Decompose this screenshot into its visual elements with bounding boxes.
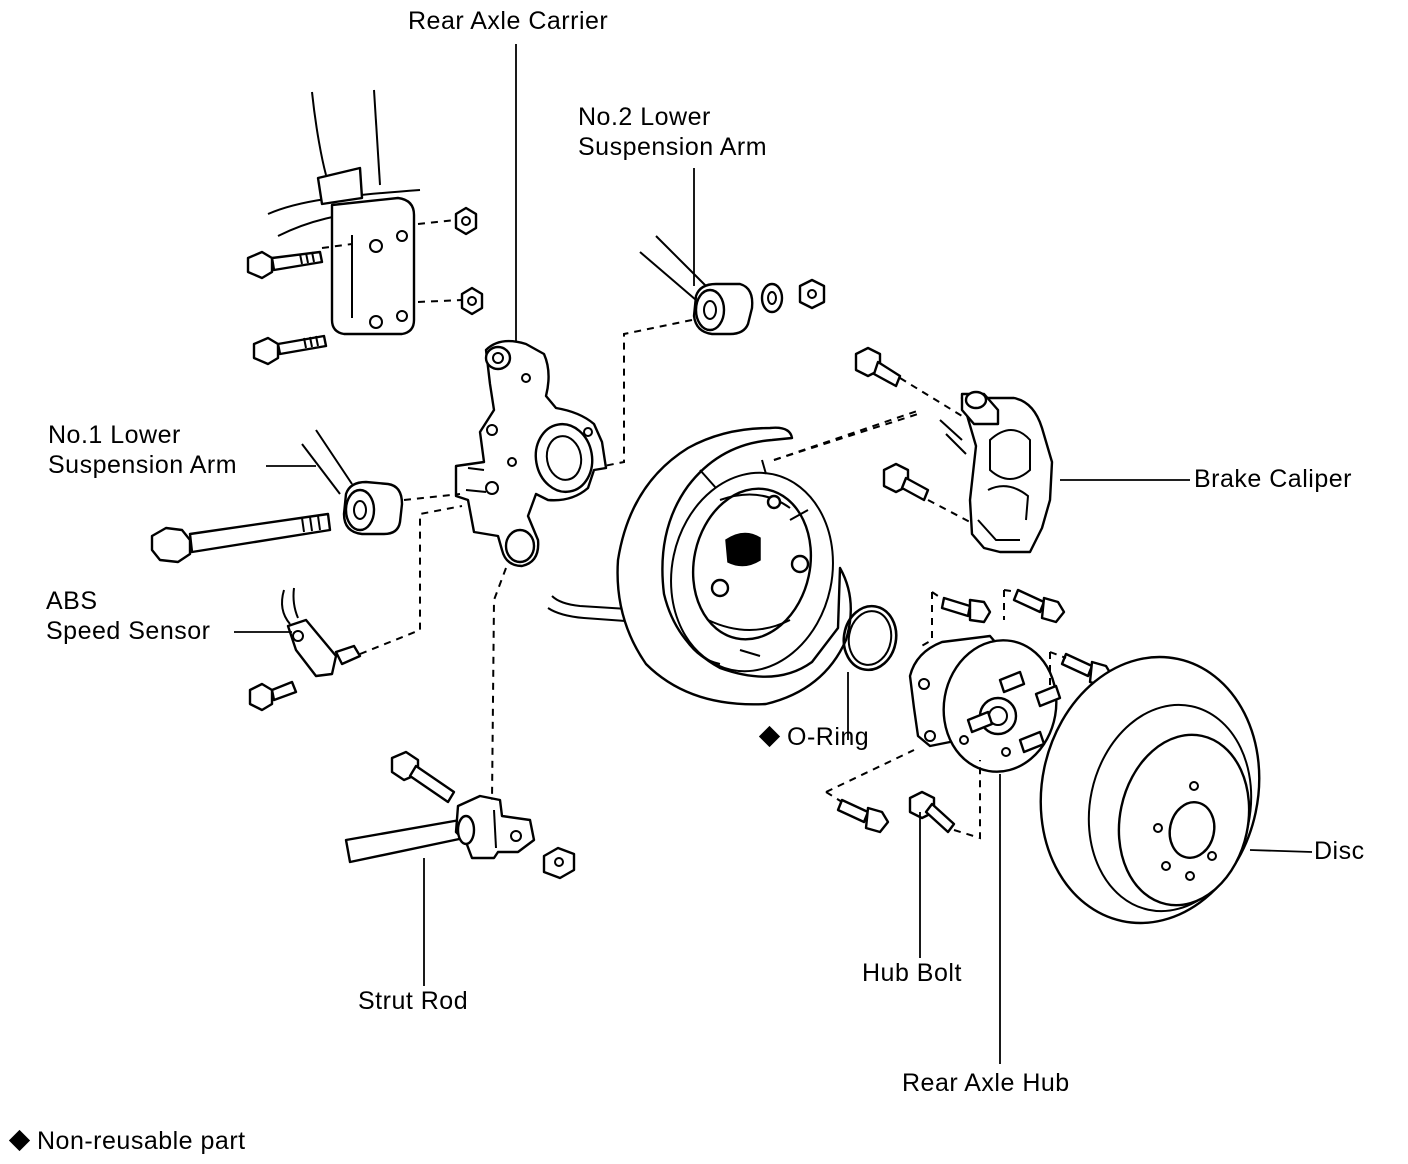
- backing-plate-brake-shoes: [547, 426, 852, 706]
- label-no1-lower-arm-line2: Suspension Arm: [48, 451, 238, 479]
- mount-bolt-upper: [246, 250, 324, 280]
- o-ring: [842, 604, 898, 672]
- diamond-icon: [758, 725, 781, 748]
- rear-axle-carrier: [454, 339, 608, 568]
- strut-rod-bolt: [390, 750, 456, 804]
- strut-rod-nut: [542, 846, 576, 880]
- label-abs-line1: ABS: [46, 587, 98, 615]
- caliper-bolt-lower: [882, 462, 930, 502]
- label-no1-lower-arm-line1: No.1 Lower: [48, 421, 181, 449]
- label-no2-lower-arm-line1: No.2 Lower: [578, 103, 711, 131]
- hub-mount-bolt-1: [940, 596, 992, 624]
- hub-mount-bolt-2: [1012, 588, 1066, 624]
- strut-mount-bracket: [267, 89, 421, 336]
- legend-non-reusable: Non-reusable part: [8, 1126, 246, 1156]
- label-brake-caliper: Brake Caliper: [1194, 465, 1352, 493]
- no2-lower-suspension-arm: [639, 235, 754, 336]
- label-rear-axle-carrier: Rear Axle Carrier: [408, 7, 609, 35]
- caliper-bolt-upper: [854, 346, 902, 388]
- mount-nut-upper: [454, 206, 478, 236]
- no1-arm-long-bolt: [150, 512, 332, 564]
- label-disc: Disc: [1314, 837, 1365, 865]
- diamond-icon: [8, 1129, 31, 1152]
- strut-rod: [344, 794, 536, 864]
- hub-mount-bolt-4: [836, 798, 890, 834]
- leader-lines: [234, 44, 1313, 1064]
- mount-bolt-lower: [252, 334, 328, 366]
- brake-caliper: [939, 390, 1054, 554]
- no2-arm-nut: [798, 278, 826, 310]
- label-strut-rod: Strut Rod: [358, 987, 469, 1015]
- abs-sensor-bolt: [248, 680, 298, 712]
- abs-speed-sensor: [281, 587, 362, 678]
- label-abs-line2: Speed Sensor: [46, 617, 211, 645]
- label-o-ring-text: O-Ring: [787, 723, 870, 751]
- legend-text: Non-reusable part: [37, 1127, 246, 1155]
- label-rear-axle-hub: Rear Axle Hub: [902, 1069, 1070, 1097]
- label-no2-lower-arm-line2: Suspension Arm: [578, 133, 768, 161]
- no2-arm-washer: [760, 282, 784, 314]
- rear-axle-hub: [908, 634, 1062, 773]
- label-hub-bolt: Hub Bolt: [862, 959, 962, 987]
- hub-bolt: [908, 790, 956, 834]
- brake-disc: [1039, 655, 1261, 925]
- label-o-ring: O-Ring: [758, 722, 870, 752]
- mount-nut-lower: [460, 286, 484, 316]
- no1-lower-suspension-arm: [301, 429, 404, 536]
